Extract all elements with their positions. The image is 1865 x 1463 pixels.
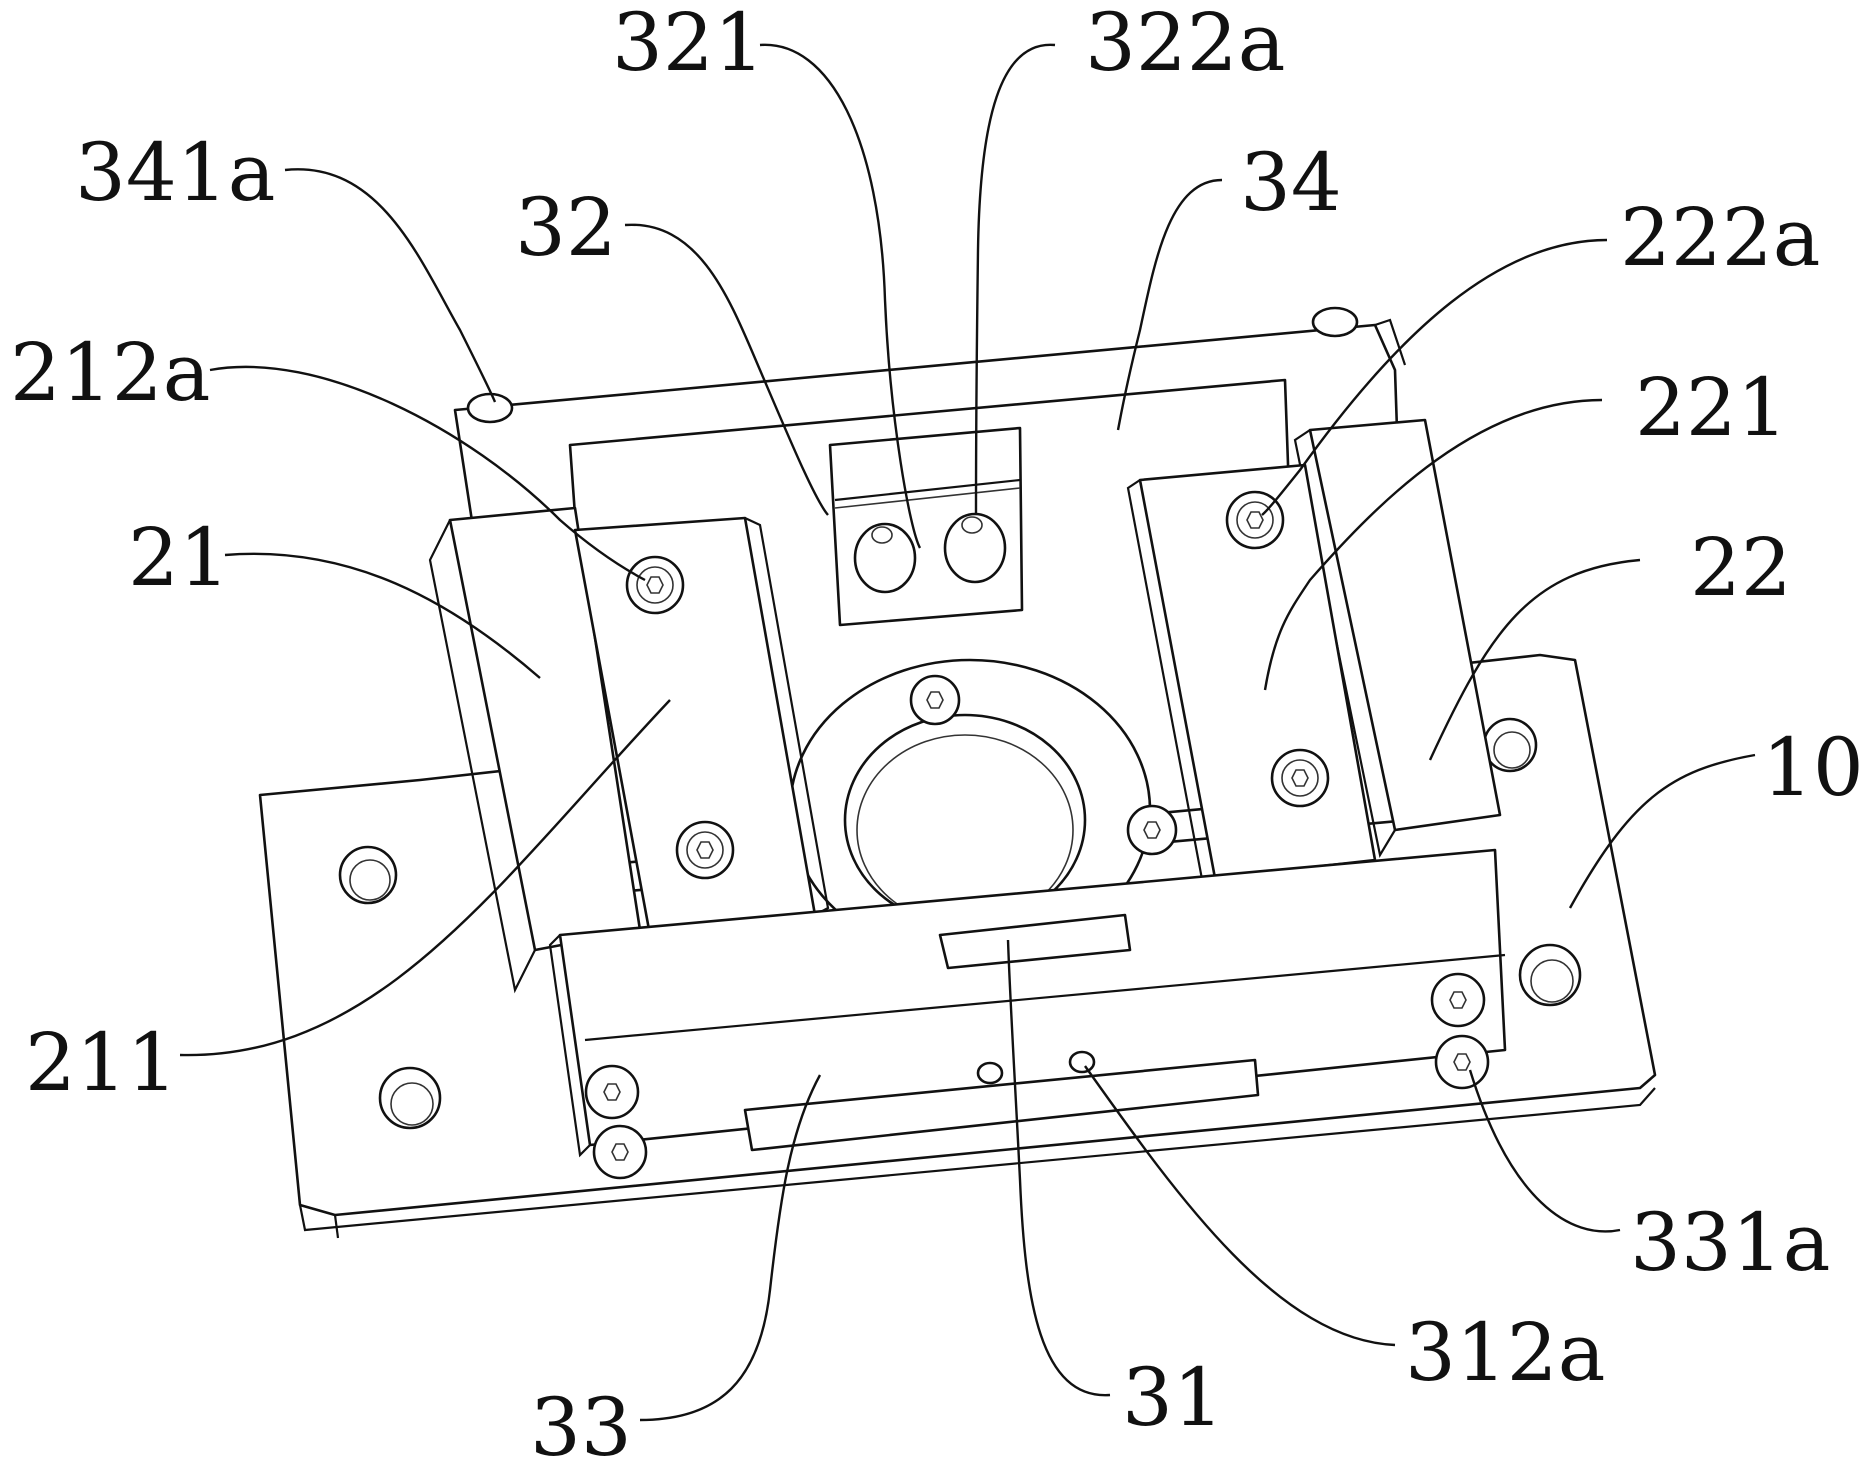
front-frame-hole [978, 1063, 1002, 1083]
hex-socket-screw [1436, 1036, 1488, 1088]
callout-label: 21 [128, 511, 230, 604]
base-plate-hole [1484, 719, 1536, 771]
callout-label: 321 [612, 0, 765, 89]
callout-label: 22 [1690, 521, 1792, 614]
callout-label: 10 [1762, 721, 1864, 814]
hex-socket-screw [594, 1126, 646, 1178]
frame-pin [468, 394, 512, 422]
hex-socket-screw [586, 1066, 638, 1118]
callout-label: 211 [25, 1016, 178, 1109]
base-plate-hole [340, 847, 396, 903]
callout-label: 32 [515, 181, 617, 274]
leader-line [285, 169, 495, 402]
callout-label: 33 [530, 1381, 632, 1463]
callout-label: 312a [1405, 1306, 1605, 1399]
hex-socket-screw [1432, 974, 1484, 1026]
frame-pin [1313, 308, 1357, 336]
callout-label: 341a [75, 126, 275, 219]
hex-socket-screw [677, 822, 733, 878]
front-frame-hole [1070, 1052, 1094, 1072]
callout-label: 34 [1240, 136, 1342, 229]
callout-label: 221 [1635, 361, 1788, 454]
base-plate-hole [380, 1068, 440, 1128]
callout-label: 331a [1630, 1196, 1830, 1289]
callout-label: 322a [1085, 0, 1285, 89]
hex-socket-screw [627, 557, 683, 613]
callout-label: 31 [1122, 1351, 1224, 1444]
base-plate-hole [1520, 945, 1580, 1005]
hex-socket-screw [1272, 750, 1328, 806]
callout-label: 222a [1620, 191, 1820, 284]
rear-clamp [830, 428, 1022, 625]
callout-label: 212a [10, 326, 210, 419]
